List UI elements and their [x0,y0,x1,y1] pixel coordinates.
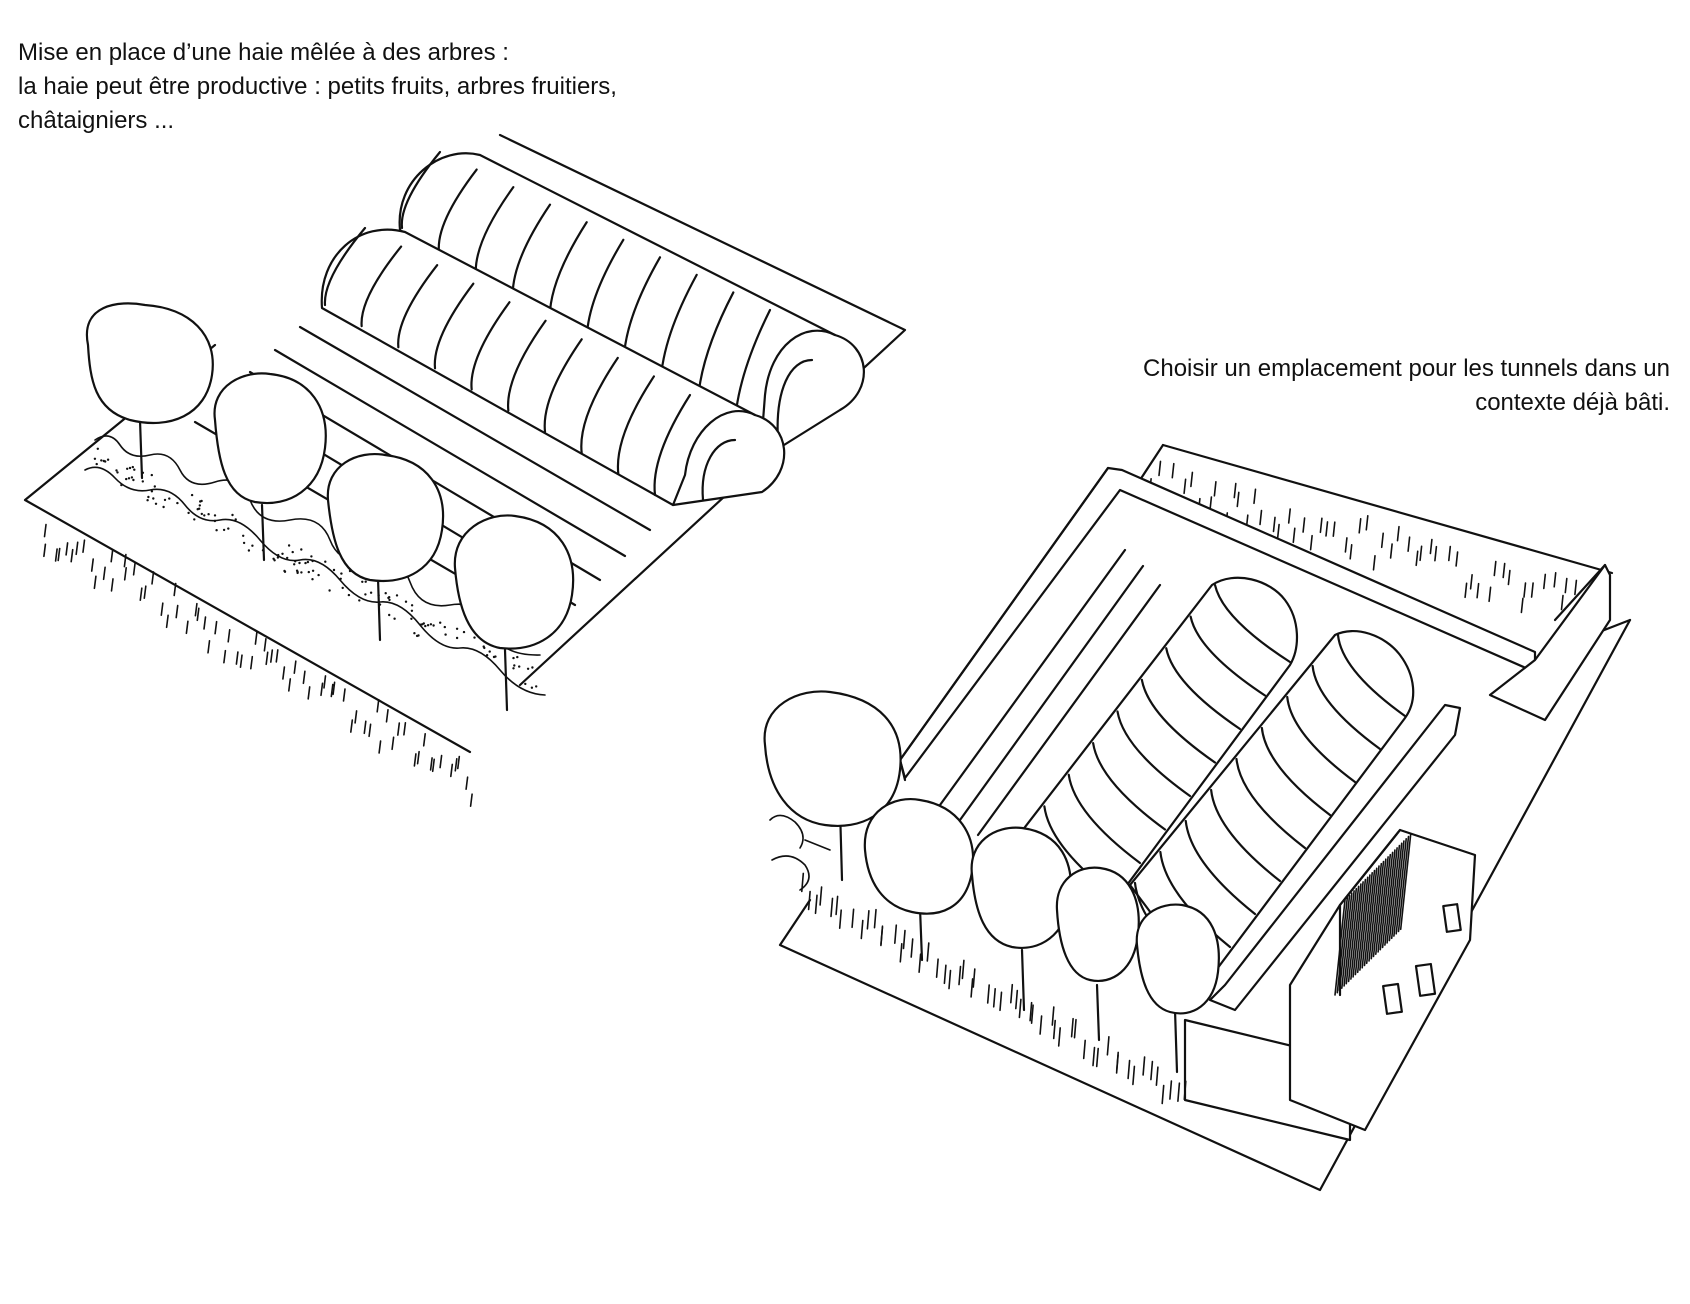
left-tree-1 [85,302,214,480]
left-tree-3 [326,453,445,642]
left-tunnel-front [320,226,786,507]
left-tunnel-back [398,150,865,462]
left-tunnel-back-ribs [400,150,772,447]
right-building-window-3 [1442,903,1462,933]
caption-built-context: Choisir un emplacement pour les tunnels … [1143,352,1670,420]
right-tree-3 [970,826,1072,1012]
right-building-window-2 [1414,962,1437,997]
right-back-hedge [1138,443,1614,632]
caption-built-context-line-2: contexte déjà bâti. [1475,389,1670,416]
caption-hedge-line-1: Mise en place d’une haie mêlée à des arb… [18,39,509,66]
sketch-hedge-and-trees [23,133,907,808]
left-hedge-dots [93,447,538,689]
left-hedge [43,435,546,808]
left-tree-2 [213,372,327,562]
sketch-built-context [763,443,1632,1192]
right-tree-5 [1135,903,1220,1074]
right-tree-4 [1055,866,1140,1042]
right-furrows [938,548,1162,837]
right-tree-1 [763,690,902,882]
caption-hedge-line-2: la haie peut être productive : petits fr… [18,73,617,100]
right-foreground-grass [800,872,1187,1105]
caption-built-context-line-1: Choisir un emplacement pour les tunnels … [1143,355,1670,382]
caption-hedge: Mise en place d’une haie mêlée à des arb… [18,36,617,138]
right-back-hedge-strokes [1148,460,1587,632]
left-grass-strokes [43,523,473,808]
right-shrub [769,814,831,891]
right-building [1183,828,1477,1142]
left-tree-4 [453,514,575,712]
right-wall-middle [1208,703,1462,1012]
caption-hedge-line-3: châtaigniers ... [18,107,175,134]
right-building-roof-hatching [1334,833,1412,996]
right-building-window-1 [1382,982,1403,1015]
left-tunnel-front-ribs [323,226,692,497]
